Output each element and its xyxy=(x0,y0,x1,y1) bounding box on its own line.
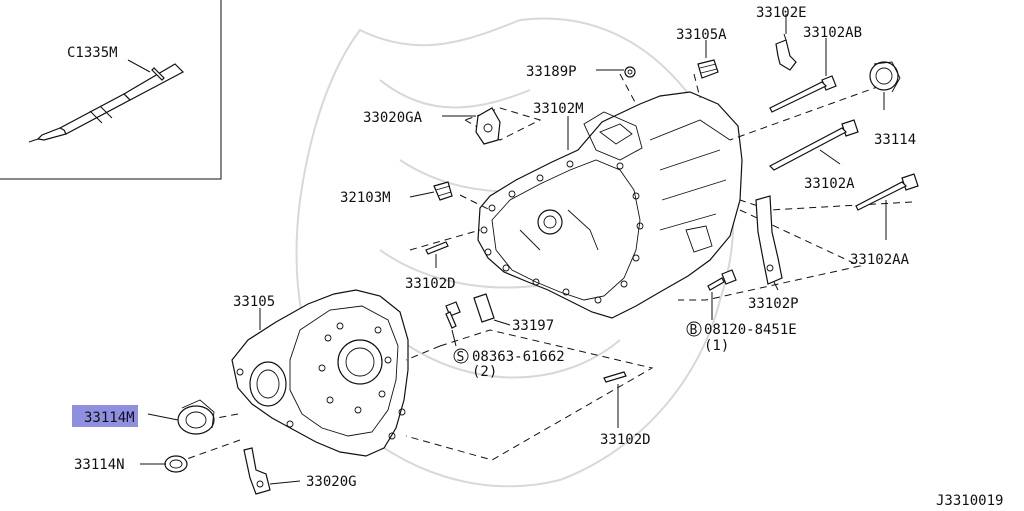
callout-33020G[interactable]: 33020G xyxy=(306,474,357,490)
flange-bolt-holes xyxy=(480,160,644,304)
part-33114-seal-top[interactable] xyxy=(869,61,901,93)
diagram-code: J3310019 xyxy=(936,493,1003,509)
part-33114N-snap-ring[interactable] xyxy=(164,455,188,473)
part-33102A-bolt[interactable] xyxy=(769,119,859,171)
case-bore xyxy=(537,209,563,235)
part-08120-8451E-bolt[interactable] xyxy=(707,269,737,291)
transfer-case-rear-housing[interactable] xyxy=(477,91,743,319)
callout-33102A[interactable]: 33102A xyxy=(804,176,855,192)
part-32103M-grommet[interactable] xyxy=(433,181,453,201)
part-33020GA-bracket[interactable] xyxy=(475,107,501,145)
sealant-syringe-icon xyxy=(28,63,184,143)
callout-32103M[interactable]: 32103M xyxy=(340,190,391,206)
part-33102AB-bolt[interactable] xyxy=(769,75,837,113)
part-33114M-oil-seal[interactable] xyxy=(177,399,215,435)
callout-33102AB[interactable]: 33102AB xyxy=(803,25,862,41)
callout-33114M[interactable]: 33114M xyxy=(84,410,135,426)
callout-33102AA[interactable]: 33102AA xyxy=(850,252,910,268)
callout-33114N[interactable]: 33114N xyxy=(74,457,125,473)
part-33105A-breather[interactable] xyxy=(697,59,719,79)
transfer-front-cover-33105[interactable] xyxy=(231,289,409,457)
callout-33102E[interactable]: 33102E xyxy=(756,5,807,21)
callout-33189P[interactable]: 33189P xyxy=(526,64,577,80)
callout-33020GA[interactable]: 33020GA xyxy=(363,110,423,126)
screw-marker-S: S xyxy=(457,350,465,365)
part-33102D-dowel-upper[interactable] xyxy=(425,241,449,255)
callout-08120-qty: (1) xyxy=(704,338,729,354)
callout-33102M[interactable]: 33102M xyxy=(533,101,584,117)
bolt-marker-B: B xyxy=(690,323,698,338)
part-33102E-breather-elbow[interactable] xyxy=(775,33,797,71)
callout-33114-top[interactable]: 33114 xyxy=(874,132,916,148)
front-cover-bore xyxy=(337,339,383,385)
callout-08363-qty: (2) xyxy=(472,364,497,380)
selected-part-highlight xyxy=(72,405,138,427)
callout-33102D-lower[interactable]: 33102D xyxy=(600,432,651,448)
callout-08363-61662: 08363-61662 xyxy=(472,349,565,365)
part-33102AA-bolt[interactable] xyxy=(855,173,919,211)
callout-33102P[interactable]: 33102P xyxy=(748,296,799,312)
leader-lines xyxy=(140,14,887,485)
callout-08120-group[interactable]: B 08120-8451E (1) xyxy=(686,321,797,354)
callout-33105A[interactable]: 33105A xyxy=(676,27,727,43)
part-33020G-bracket[interactable] xyxy=(243,447,271,495)
callout-08120-8451E: 08120-8451E xyxy=(704,322,797,338)
inset-part-label[interactable]: C1335M xyxy=(67,45,118,61)
inset-box: C1335M xyxy=(0,0,222,180)
cover-bolt-holes xyxy=(236,322,406,440)
callout-labels: 33102E 33105A 33102AB 33189P 33114 33102… xyxy=(74,5,916,490)
part-33189P-plug[interactable] xyxy=(624,66,636,78)
callout-33102D-upper[interactable]: 33102D xyxy=(405,276,456,292)
part-33102P-bracket[interactable] xyxy=(755,195,783,285)
callout-33197[interactable]: 33197 xyxy=(512,318,554,334)
part-08363-61662-bolt[interactable] xyxy=(445,301,461,329)
part-33197-clip[interactable] xyxy=(473,293,495,323)
part-33102D-dowel-lower[interactable] xyxy=(603,371,627,383)
callout-08363-group[interactable]: S 08363-61662 (2) xyxy=(453,348,565,380)
callout-33105[interactable]: 33105 xyxy=(233,294,275,310)
